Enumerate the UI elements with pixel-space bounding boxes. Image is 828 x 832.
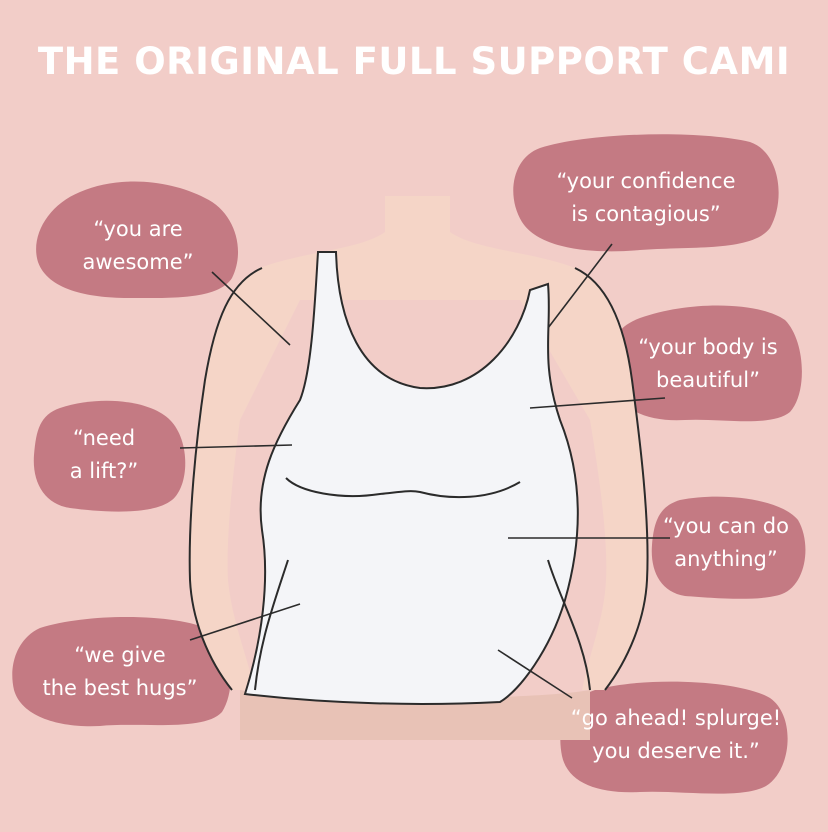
hip-area bbox=[240, 690, 590, 740]
bubble-line: “go ahead! splurge! bbox=[570, 706, 782, 730]
bubble-line: a lift?” bbox=[69, 459, 139, 483]
bubble-line: is contagious” bbox=[571, 202, 721, 226]
bubble-line: “your body is bbox=[638, 335, 778, 359]
right-arm-outline bbox=[574, 267, 649, 691]
bubble-splurge: “go ahead! splurge! you deserve it.” bbox=[571, 702, 781, 768]
bubble-confidence: “your confidence is contagious” bbox=[557, 165, 736, 231]
page-title: THE ORIGINAL FULL SUPPORT CAMI bbox=[37, 40, 791, 83]
bubble-line: “you are bbox=[93, 217, 183, 241]
bubble-body: “your body is beautiful” bbox=[638, 331, 777, 397]
bubble-line: anything” bbox=[674, 547, 778, 571]
right-arm-inner bbox=[547, 559, 591, 691]
bubble-line: the best hugs” bbox=[42, 676, 198, 700]
bubble-hugs: “we give the best hugs” bbox=[42, 639, 197, 705]
bubble-line: “your confidence bbox=[556, 169, 736, 193]
pointer-lines bbox=[179, 243, 670, 699]
speech-blob-anything bbox=[651, 496, 806, 599]
bubble-line: you deserve it.” bbox=[592, 739, 760, 763]
left-arm-outline bbox=[188, 267, 263, 691]
figure bbox=[179, 196, 670, 740]
speech-blob-hugs bbox=[12, 616, 231, 727]
bubble-line: “need bbox=[72, 426, 136, 450]
cami-top bbox=[243, 251, 579, 705]
bubble-line: “you can do bbox=[663, 514, 789, 538]
speech-blob-lift bbox=[33, 400, 186, 512]
speech-blob-splurge bbox=[560, 681, 788, 794]
bubble-line: beautiful” bbox=[656, 368, 760, 392]
bust-seam bbox=[285, 477, 521, 499]
left-arm-inner bbox=[254, 559, 289, 691]
bubble-anything: “you can do anything” bbox=[663, 510, 789, 576]
bubble-awesome: “you are awesome” bbox=[82, 213, 193, 279]
speech-blob-confidence bbox=[513, 134, 779, 252]
speech-blob-body bbox=[609, 305, 802, 422]
speech-blob-awesome bbox=[36, 181, 239, 299]
bubble-line: awesome” bbox=[82, 250, 194, 274]
bubble-line: “we give bbox=[74, 643, 166, 667]
bubble-lift: “need a lift?” bbox=[70, 422, 139, 488]
